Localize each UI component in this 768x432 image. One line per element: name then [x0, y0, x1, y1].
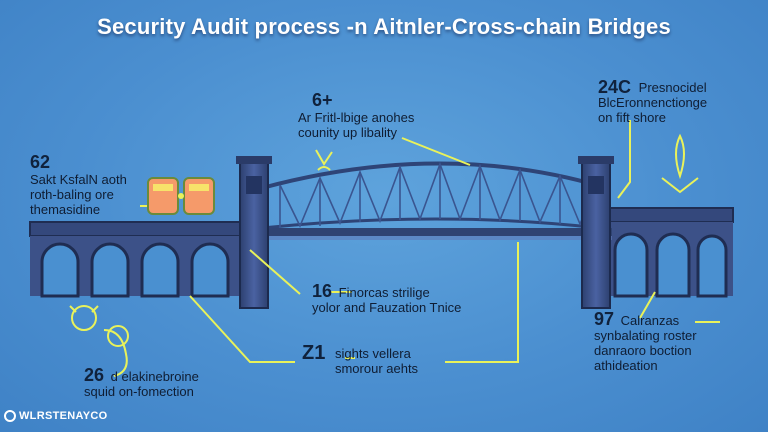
- callout-right-top: 24C Presnocidel BlcEronnenctionge on fif…: [598, 77, 708, 125]
- callout-number: 26: [84, 365, 105, 385]
- callout-line: Sakt KsfalN aoth: [30, 172, 127, 187]
- callout-line: squid on-fomection: [84, 384, 194, 399]
- callout-line: athideation: [594, 358, 658, 373]
- rocket-arrow-icon: [661, 133, 699, 194]
- callout-line: counity up libality: [298, 125, 397, 140]
- callout-line: Finorcas strilige: [338, 285, 430, 300]
- callout-line: smorour aehts: [334, 361, 419, 376]
- callout-line: yolor and Fauzation Tnice: [312, 300, 462, 315]
- callout-number: 16: [312, 281, 333, 301]
- callout-line: roth-baling ore: [30, 187, 114, 202]
- callout-line: sights vellera: [334, 346, 411, 361]
- token-cards-icon: [147, 177, 215, 215]
- callout-number: 62: [30, 152, 51, 172]
- callout-number: 6+: [312, 90, 333, 110]
- callout-line: Ar Fritl-lbige anohes: [298, 110, 415, 125]
- anchor-icon: [315, 149, 333, 171]
- callout-line: on fift shore: [598, 110, 666, 125]
- main-deck: [240, 228, 612, 236]
- truss-arch: [261, 161, 601, 230]
- footer-brand: WLRSTENAYCO: [4, 410, 108, 423]
- brand-name: WLRSTENAYCO: [19, 410, 108, 422]
- callout-center-mid: 16 Finorcas strilige yolor and Fauzation…: [312, 281, 462, 315]
- callout-number: Z1: [302, 342, 326, 364]
- callout-line: themasidine: [30, 202, 101, 217]
- callout-line: synbalating roster: [594, 328, 697, 343]
- callout-center-low: Z1 sights vellera smorour aehts: [302, 342, 419, 376]
- right-tower: [578, 156, 614, 309]
- callout-number: 97: [594, 309, 615, 329]
- callout-left-top: 62 Sakt KsfalN aoth roth-baling ore them…: [30, 152, 127, 217]
- callout-left-bottom: 26 d elakinebroine squid on-fomection: [84, 365, 199, 399]
- lock-chain-icon: [69, 305, 129, 377]
- left-approach-span: [29, 221, 246, 298]
- page-title: Security Audit process -n Aitnler-Cross-…: [97, 14, 671, 39]
- right-approach-span: [604, 207, 734, 298]
- callout-line: BlcEronnenctionge: [598, 95, 708, 110]
- callout-lines: [140, 120, 720, 363]
- brand-logo-icon: [4, 410, 16, 423]
- left-tower: [236, 156, 272, 309]
- callout-center-top: 6+ Ar Fritl-lbige anohes counity up liba…: [298, 90, 414, 140]
- callout-line: Calranzas: [620, 313, 680, 328]
- callout-number: 24C: [598, 77, 632, 97]
- callout-line: danraoro boction: [594, 343, 692, 358]
- callout-line: d elakinebroine: [110, 369, 199, 384]
- callout-right-bottom: 97 Calranzas synbalating roster danraoro…: [594, 309, 697, 373]
- truss-web: [279, 161, 599, 228]
- callout-line: Presnocidel: [638, 80, 707, 95]
